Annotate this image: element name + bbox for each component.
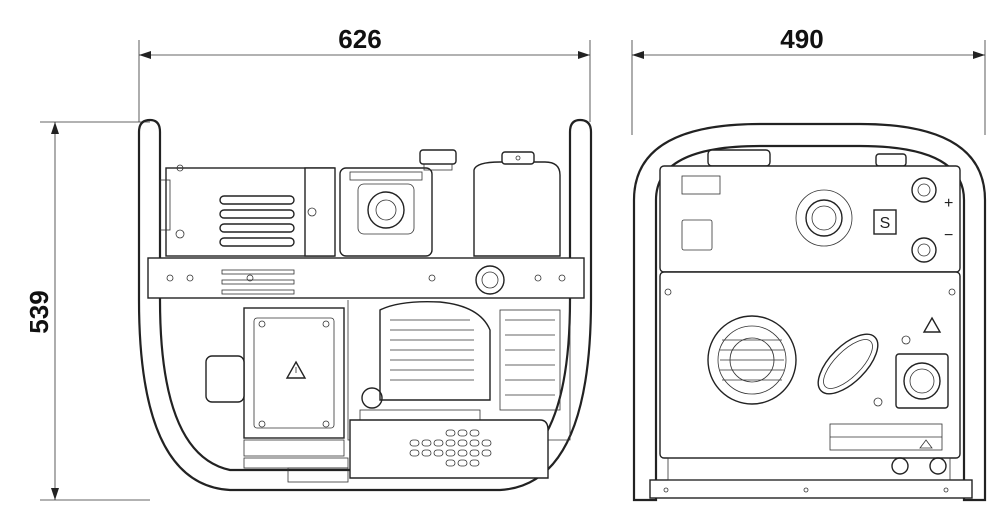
output-control-dial[interactable] bbox=[805, 199, 843, 237]
brand-logo bbox=[817, 333, 879, 395]
length-dimension: 626 bbox=[138, 24, 591, 122]
engine-recoil-cover bbox=[339, 167, 433, 257]
negative-terminal[interactable] bbox=[911, 237, 937, 263]
base-vent-slots bbox=[409, 429, 492, 467]
side-crossbar bbox=[147, 257, 585, 299]
height-dimension-label: 539 bbox=[24, 290, 54, 333]
svg-text:S: S bbox=[880, 215, 891, 232]
front-oil-cap bbox=[875, 153, 907, 167]
fuel-tank-cap bbox=[419, 149, 457, 165]
front-view: S + − bbox=[632, 122, 987, 502]
side-base-panel bbox=[349, 419, 549, 479]
side-view bbox=[137, 118, 593, 492]
cooling-vent-grille bbox=[707, 315, 797, 405]
air-filter-cap bbox=[501, 151, 535, 165]
engine-cylinder bbox=[379, 300, 491, 401]
side-frame-tube bbox=[137, 118, 593, 492]
width-dimension-label: 490 bbox=[780, 24, 823, 54]
warning-triangle-icon bbox=[285, 360, 307, 379]
s-mark-box bbox=[873, 209, 897, 235]
power-socket[interactable] bbox=[895, 353, 949, 409]
positive-terminal[interactable] bbox=[911, 177, 937, 203]
height-dimension: 539 bbox=[24, 121, 150, 501]
svg-text:−: − bbox=[944, 227, 953, 244]
width-dimension: 490 bbox=[631, 24, 986, 135]
front-frame-tube bbox=[632, 122, 987, 502]
fuel-tank bbox=[473, 161, 561, 257]
front-warning-triangle-icon bbox=[922, 316, 942, 333]
front-base-rail bbox=[649, 479, 973, 499]
svg-text:+: + bbox=[944, 195, 953, 212]
side-control-box bbox=[243, 307, 345, 439]
front-fuel-cap bbox=[707, 149, 771, 167]
length-dimension-label: 626 bbox=[338, 24, 381, 54]
alternator-vent bbox=[219, 195, 295, 247]
